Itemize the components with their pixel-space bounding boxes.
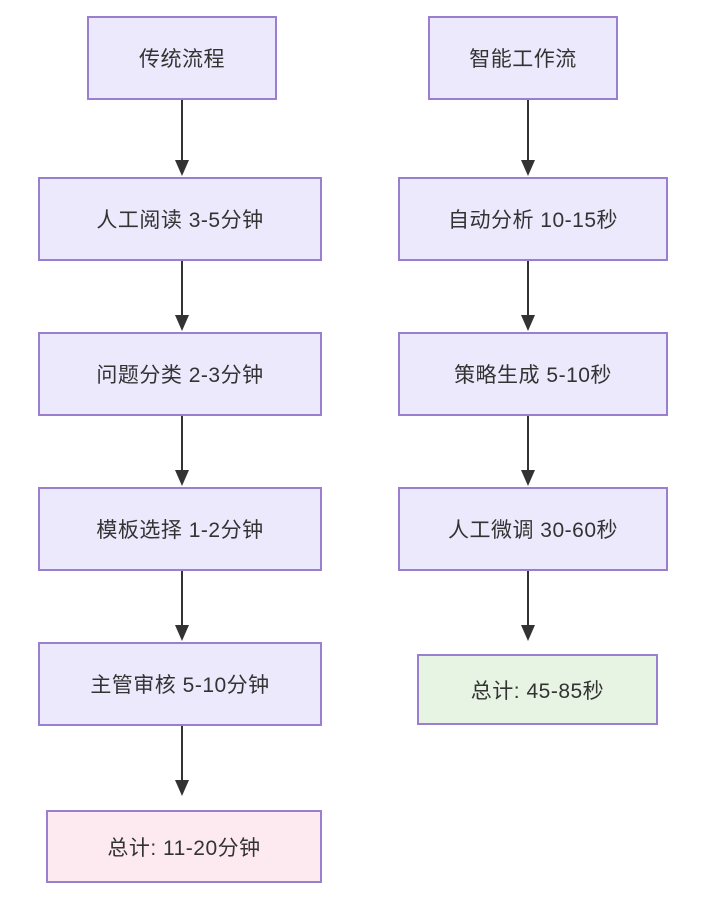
node-label: 人工阅读 3-5分钟 bbox=[96, 209, 264, 232]
node-label: 模板选择 1-2分钟 bbox=[96, 519, 264, 542]
node-intelligent-header[interactable]: 智能工作流 bbox=[428, 16, 618, 100]
edge-ai-header-to-step1 bbox=[519, 100, 537, 177]
node-ai-step-2[interactable]: 策略生成 5-10秒 bbox=[398, 332, 668, 416]
node-label: 主管审核 5-10分钟 bbox=[90, 674, 270, 697]
node-trad-step-3[interactable]: 模板选择 1-2分钟 bbox=[38, 487, 322, 571]
edge-ai-step2-to-step3 bbox=[519, 416, 537, 487]
node-ai-total[interactable]: 总计: 45-85秒 bbox=[417, 654, 658, 725]
node-trad-step-4[interactable]: 主管审核 5-10分钟 bbox=[38, 642, 322, 726]
edge-ai-step3-to-total bbox=[519, 571, 537, 642]
edge-ai-step1-to-step2 bbox=[519, 261, 537, 332]
node-ai-step-3[interactable]: 人工微调 30-60秒 bbox=[398, 487, 668, 571]
node-label: 总计: 11-20分钟 bbox=[107, 836, 261, 860]
node-label: 智能工作流 bbox=[469, 48, 577, 71]
node-label: 人工微调 30-60秒 bbox=[447, 519, 619, 542]
node-trad-step-2[interactable]: 问题分类 2-3分钟 bbox=[38, 332, 322, 416]
node-trad-step-1[interactable]: 人工阅读 3-5分钟 bbox=[38, 177, 322, 261]
edge-trad-step4-to-total bbox=[173, 726, 191, 797]
edge-trad-step3-to-step4 bbox=[173, 571, 191, 642]
node-trad-total[interactable]: 总计: 11-20分钟 bbox=[46, 810, 322, 883]
node-traditional-header[interactable]: 传统流程 bbox=[87, 16, 277, 100]
node-label: 总计: 45-85秒 bbox=[470, 679, 605, 703]
edge-trad-step2-to-step3 bbox=[173, 416, 191, 487]
node-label: 传统流程 bbox=[139, 48, 225, 71]
edge-trad-header-to-step1 bbox=[173, 100, 191, 177]
node-label: 策略生成 5-10秒 bbox=[454, 364, 612, 387]
node-ai-step-1[interactable]: 自动分析 10-15秒 bbox=[398, 177, 668, 261]
node-label: 问题分类 2-3分钟 bbox=[96, 364, 264, 387]
edge-trad-step1-to-step2 bbox=[173, 261, 191, 332]
node-label: 自动分析 10-15秒 bbox=[447, 209, 619, 232]
